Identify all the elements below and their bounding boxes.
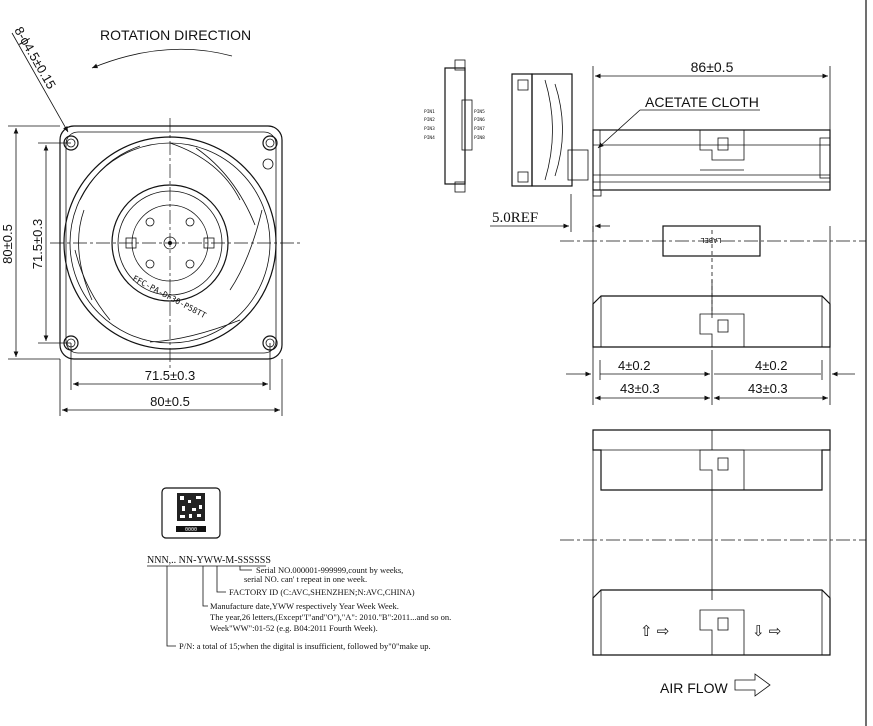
bottom-view-lower-clip-window bbox=[717, 617, 729, 631]
bottom-housing bbox=[592, 295, 831, 348]
rotation-direction-label: ROTATION DIRECTION bbox=[100, 27, 251, 43]
fan-bottom-view: ⇧ ⇨ ⇩ ⇨ AIR FLOW bbox=[560, 429, 866, 697]
pin-label: PIN6 bbox=[474, 117, 485, 123]
top-body bbox=[592, 129, 831, 191]
hub-hole bbox=[185, 217, 195, 227]
label-box bbox=[662, 225, 761, 257]
mfg-line-3: Week"WW":01-52 (e.g. B04:2011 Fourth Wee… bbox=[210, 623, 378, 633]
hole-spec-label: 8-ϕ4.5±0.15 bbox=[11, 24, 59, 92]
airflow-arrows-left-icon: ⇧ ⇨ bbox=[640, 623, 669, 640]
bottom-clip bbox=[699, 313, 745, 348]
side-blade-curve bbox=[544, 79, 553, 181]
dim-715-horizontal-label: 71.5±0.3 bbox=[145, 368, 196, 383]
acetate-cloth-label: ACETATE CLOTH bbox=[645, 94, 759, 110]
bottom-view-lower-clip bbox=[699, 609, 745, 656]
bottom-view-lower bbox=[592, 589, 831, 656]
top-clip-window bbox=[717, 137, 729, 151]
connector-pin-block bbox=[461, 99, 473, 151]
fan-side-view bbox=[511, 73, 589, 187]
rotation-arrow-icon bbox=[91, 48, 233, 69]
pin-label: PIN1 bbox=[424, 109, 435, 115]
dim-4-right-label: 4±0.2 bbox=[755, 358, 787, 373]
bottom-clip-window bbox=[717, 319, 729, 333]
ref-label: 5.0REF bbox=[492, 210, 538, 226]
pin-label: PIN8 bbox=[474, 135, 485, 141]
side-frame-left bbox=[511, 73, 533, 187]
hub-hole bbox=[185, 259, 195, 269]
side-detail bbox=[517, 79, 529, 91]
connector-latch bbox=[454, 59, 466, 71]
dim-80-horizontal-label: 80±0.5 bbox=[150, 394, 190, 409]
connector-latch bbox=[454, 181, 466, 193]
fan-housing-outline bbox=[59, 125, 283, 360]
side-blade-curve bbox=[554, 83, 563, 177]
air-flow-label: AIR FLOW bbox=[660, 680, 728, 696]
side-cable-exit bbox=[567, 149, 589, 181]
pin-label: PIN2 bbox=[424, 117, 435, 123]
fan-blades bbox=[74, 142, 263, 343]
fan-label-view: LABEL 4±0.2 4±0.2 43±0.3 43±0.3 bbox=[560, 225, 866, 405]
connector-view: PIN1 PIN2 PIN3 PIN4 PIN5 PIN6 PIN7 PIN8 bbox=[424, 59, 485, 193]
bottom-view-clip bbox=[699, 449, 745, 491]
qr-caption-bg bbox=[176, 526, 206, 532]
side-frame-body bbox=[531, 73, 573, 187]
factory-id-text: FACTORY ID (C:AVC,SHENZHEN;N:AVC,CHINA) bbox=[229, 587, 415, 597]
pn-text: P/N: a total of 15;when the digital is i… bbox=[179, 641, 431, 651]
hub-hole bbox=[145, 259, 155, 269]
serial-line-2: serial NO. can' t repeat in one week. bbox=[244, 574, 367, 584]
top-clip bbox=[699, 130, 745, 161]
dim-43-left-label: 43±0.3 bbox=[620, 381, 660, 396]
dim-86-label: 86±0.5 bbox=[691, 59, 734, 75]
label-legend: 0000 NNN,.. NN-YWW-M-SSSSSS Serial NO.00… bbox=[147, 487, 451, 651]
bottom-view-upper bbox=[592, 429, 831, 491]
top-foot bbox=[592, 189, 602, 197]
dim-715-vertical-label: 71.5±0.3 bbox=[30, 219, 45, 270]
hub-hole bbox=[145, 217, 155, 227]
mfg-line-1: Manufacture date,YWW respectively Year W… bbox=[210, 601, 399, 611]
dim-4-left-label: 4±0.2 bbox=[618, 358, 650, 373]
leader-mfg bbox=[202, 566, 208, 607]
leader-pn bbox=[166, 566, 176, 647]
leader-serial bbox=[239, 566, 252, 571]
pin-label: PIN7 bbox=[474, 126, 485, 132]
leader-factory bbox=[216, 566, 226, 593]
dim-80-vertical-label: 80±0.5 bbox=[0, 224, 15, 264]
pin-label: PIN3 bbox=[424, 126, 435, 132]
acetate-leader bbox=[597, 109, 641, 149]
qr-label-frame bbox=[161, 487, 221, 539]
hole-leader-line bbox=[11, 32, 69, 133]
airflow-arrows-right-icon: ⇩ ⇨ bbox=[752, 623, 781, 640]
fan-front-view: ROTATION DIRECTION 8-ϕ4.5±0.15 bbox=[0, 24, 300, 416]
label-box-text: LABEL bbox=[700, 236, 721, 244]
top-end-cap bbox=[819, 137, 831, 179]
bottom-view-clip-window bbox=[717, 457, 729, 471]
qr-caption: 0000 bbox=[185, 527, 197, 533]
fan-top-view: 86±0.5 ACETATE CLOTH 5.0REF bbox=[490, 59, 831, 232]
serial-line-1: Serial NO.000001-999999,count by weeks, bbox=[256, 565, 403, 575]
qr-pattern bbox=[180, 496, 202, 518]
code-pattern: NNN,.. NN-YWW-M-SSSSSS bbox=[147, 555, 271, 566]
pin-label: PIN4 bbox=[424, 135, 435, 141]
side-detail bbox=[517, 171, 529, 183]
mfg-line-2: The year,26 letters,(Except"I"and"O"),"A… bbox=[210, 612, 451, 622]
air-flow-arrow-icon bbox=[734, 673, 771, 697]
pin-label: PIN5 bbox=[474, 109, 485, 115]
dim-43-right-label: 43±0.3 bbox=[748, 381, 788, 396]
